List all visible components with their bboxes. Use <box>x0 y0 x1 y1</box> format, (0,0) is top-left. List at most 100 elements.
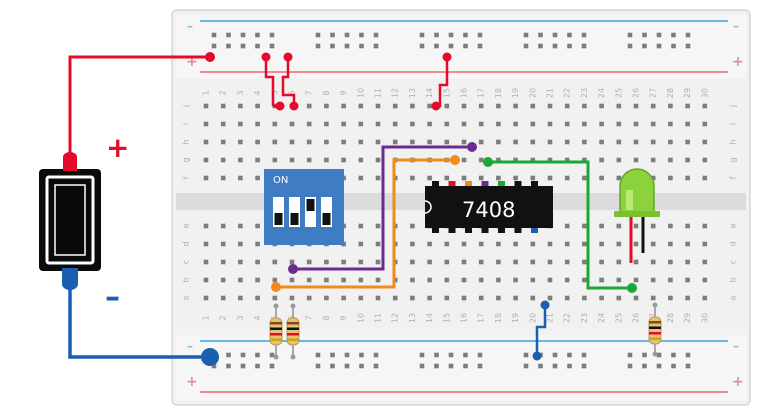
board-hole <box>272 259 278 265</box>
board-hole <box>668 139 673 145</box>
board-hole <box>496 277 501 283</box>
chip-pin <box>531 181 538 187</box>
rail-hole <box>463 32 468 38</box>
board-hole <box>599 103 604 109</box>
row-letter: i <box>182 123 191 125</box>
orange-wire <box>276 158 455 289</box>
column-number: 7 <box>305 90 314 95</box>
rail-hole <box>373 363 379 369</box>
row-letter: j <box>729 105 738 108</box>
purple-wire-end-b <box>467 142 477 152</box>
column-number: 4 <box>253 90 262 95</box>
bottom-rail-minus-left: – <box>187 339 193 353</box>
board-hole <box>530 103 536 109</box>
board-hole <box>324 139 329 145</box>
board-hole <box>564 241 570 247</box>
row-letter: g <box>182 157 191 162</box>
board-hole <box>633 121 639 127</box>
board-hole <box>564 175 570 181</box>
board-hole <box>306 103 312 109</box>
board-hole <box>289 139 295 145</box>
board-hole <box>410 121 415 127</box>
board-hole <box>564 121 570 127</box>
board-hole <box>685 121 690 127</box>
rail-hole <box>463 43 468 49</box>
rail-hole <box>359 32 364 38</box>
column-number: 11 <box>374 88 383 98</box>
board-hole <box>341 121 346 127</box>
chip-7408: 7408 <box>424 181 553 233</box>
chip-pin <box>514 181 522 187</box>
board-hole <box>203 295 209 301</box>
rail-hole <box>523 43 529 49</box>
row-letter: e <box>182 223 191 228</box>
board-hole <box>410 295 415 301</box>
chip-pins-top <box>432 181 538 187</box>
column-numbers-bottom: 1234567891011121314151617181920212223242… <box>202 313 710 323</box>
board-hole <box>496 103 501 109</box>
board-hole <box>685 223 690 229</box>
column-number: 6 <box>288 90 297 95</box>
board-hole <box>650 241 656 247</box>
board-hole <box>410 103 415 109</box>
chip-pin <box>498 227 505 233</box>
rail-hole <box>581 43 587 49</box>
board-hole <box>375 175 381 181</box>
board-hole <box>427 259 432 265</box>
board-hole <box>220 121 226 127</box>
rail-hole <box>671 32 676 38</box>
board-hole <box>496 295 501 301</box>
top-rail-plus-left: + <box>186 54 198 70</box>
column-number: 23 <box>580 88 589 98</box>
board-hole <box>685 277 690 283</box>
board-hole <box>599 121 604 127</box>
board-hole <box>255 157 260 163</box>
board-hole <box>702 157 708 163</box>
board-hole <box>461 259 467 265</box>
rail-hole <box>269 352 275 358</box>
board-hole <box>375 121 381 127</box>
chip-pin <box>448 181 456 187</box>
column-number: 30 <box>700 313 709 323</box>
board-hole <box>324 157 329 163</box>
purple-wire <box>293 145 472 271</box>
board-hole <box>668 277 673 283</box>
board-hole <box>633 295 639 301</box>
board-hole <box>461 139 467 145</box>
board-hole <box>358 295 364 301</box>
battery-negative-post <box>62 268 78 284</box>
board-hole <box>341 139 346 145</box>
board-hole <box>650 259 656 265</box>
row-letter: h <box>182 139 191 144</box>
row-letter: c <box>182 260 191 264</box>
column-number: 14 <box>425 313 434 323</box>
board-hole <box>616 295 622 301</box>
rail-hole <box>240 363 246 369</box>
board-hole <box>375 259 381 265</box>
column-number: 22 <box>563 313 572 323</box>
column-number: 10 <box>356 313 365 323</box>
board-hole <box>702 295 708 301</box>
board-hole <box>203 241 209 247</box>
battery-positive-wire <box>68 55 210 157</box>
rail-hole <box>523 352 529 358</box>
board-hole <box>668 241 673 247</box>
board-hole <box>513 103 518 109</box>
board-hole <box>289 277 295 283</box>
board-hole <box>478 295 484 301</box>
column-number: 29 <box>683 88 692 98</box>
board-hole <box>478 121 484 127</box>
board-hole <box>650 103 656 109</box>
column-number: 3 <box>236 315 245 320</box>
column-number: 8 <box>322 90 331 95</box>
board-hole <box>702 175 708 181</box>
board-hole <box>444 277 450 283</box>
board-hole <box>685 295 690 301</box>
column-number: 17 <box>477 313 486 323</box>
chip-body <box>425 186 553 228</box>
rail-hole <box>656 32 662 38</box>
column-number: 21 <box>546 88 555 98</box>
orange-wire-end-b <box>450 155 460 165</box>
row-letter: c <box>729 260 738 264</box>
